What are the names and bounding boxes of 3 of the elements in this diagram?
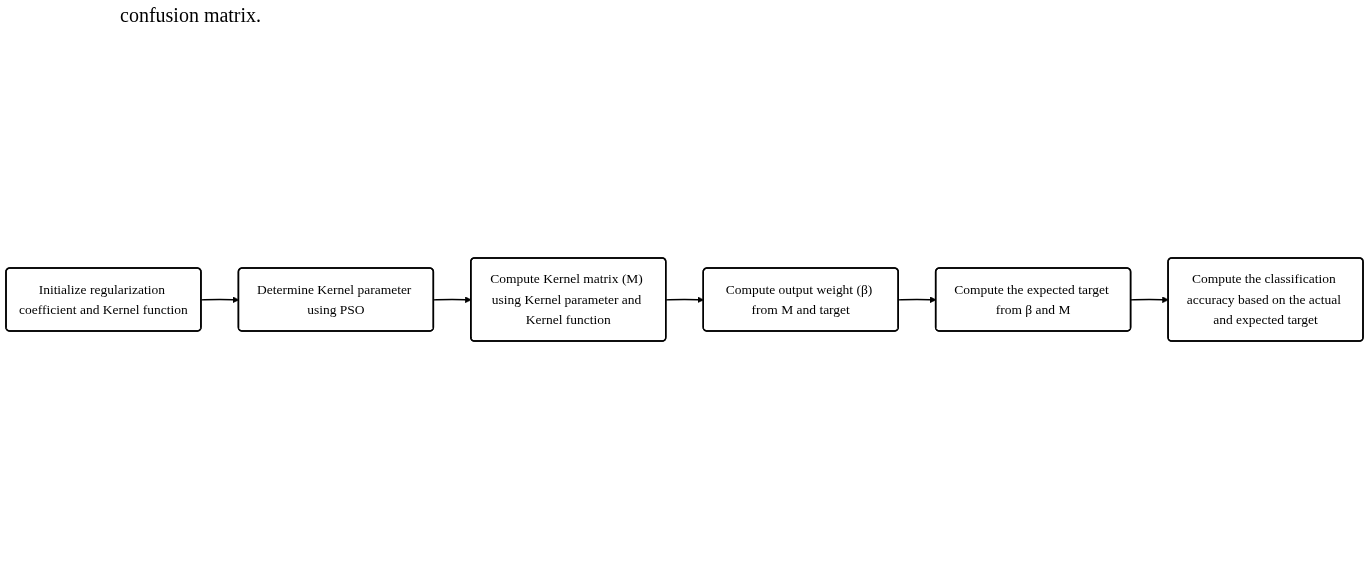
arrow xyxy=(665,296,704,304)
note-text: confusion matrix. xyxy=(120,4,262,27)
arrow xyxy=(1130,296,1169,304)
